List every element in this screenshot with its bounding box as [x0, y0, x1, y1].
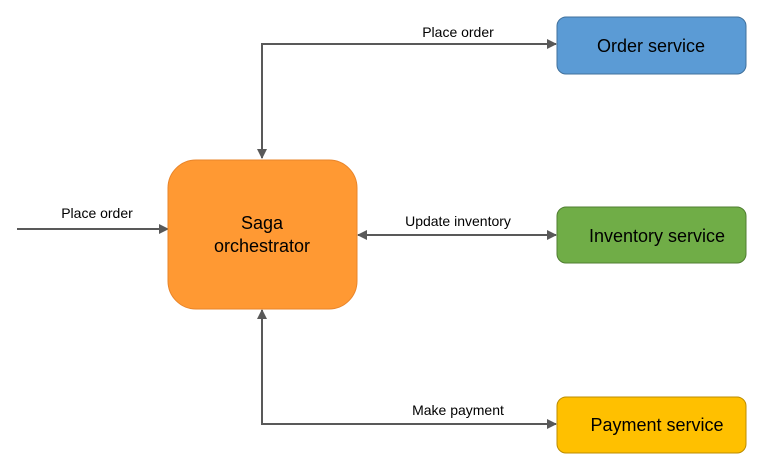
order-arrow: [257, 39, 557, 159]
incoming-arrow-label: Place order: [61, 205, 133, 221]
order-service-box: [556, 16, 747, 75]
saga-orchestrator-box: [167, 159, 358, 310]
edge-to-inventory-service: Update inventory: [357, 213, 557, 240]
inventory-service-label: Inventory service: [589, 226, 725, 246]
payment-service-node: Payment service: [556, 396, 747, 454]
order-arrow-label: Place order: [422, 24, 494, 40]
saga-orchestrator-node: Saga orchestrator: [167, 159, 358, 310]
order-service-label: Order service: [597, 36, 705, 56]
payment-service-label: Payment service: [590, 415, 723, 435]
inventory-service-node: Inventory service: [556, 206, 747, 264]
order-service-node: Order service: [556, 16, 747, 75]
saga-orchestrator-label-line1: Saga: [241, 213, 284, 233]
saga-orchestrator-label-line2: orchestrator: [214, 236, 310, 256]
edge-to-payment-service: Make payment: [257, 309, 557, 429]
inventory-service-box: [556, 206, 747, 264]
payment-arrow-label: Make payment: [412, 402, 504, 418]
payment-service-box: [556, 396, 747, 454]
inventory-arrow-label: Update inventory: [405, 213, 511, 229]
edge-incoming-place-order: Place order: [17, 205, 169, 234]
payment-arrow: [257, 309, 557, 429]
edge-to-order-service: Place order: [257, 24, 557, 159]
